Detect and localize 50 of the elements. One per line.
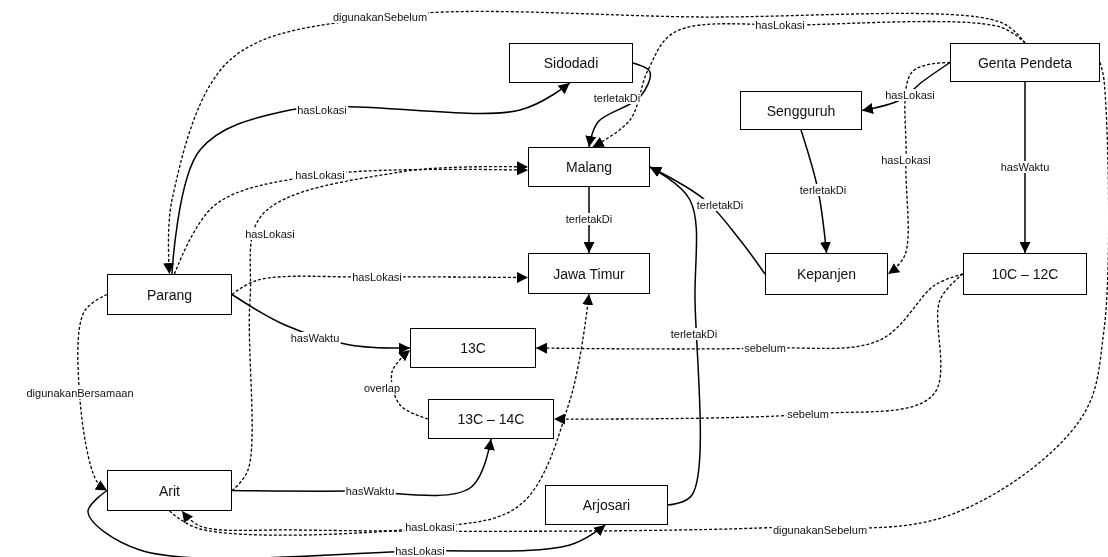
concept-box: Arjosari [545,485,668,525]
edge-label: terletakDi [669,328,719,340]
concept-box: Sengguruh [740,91,862,130]
edge-label: hasLokasi [884,89,936,101]
arrow [231,161,529,492]
edge-label: hasWaktu [999,161,1051,173]
arrow [390,349,429,420]
concept-box: Parang [107,274,232,315]
edge-label: digunakanSebelum [771,524,869,536]
arrow [649,166,702,506]
edge-label: hasLokasi [754,19,806,31]
edge-label: hasLokasi [404,521,456,533]
edge-label: hasLokasi [351,271,403,283]
edge-label: digunakanBersamaan [25,387,135,399]
concept-box: 10C – 12C [963,253,1087,295]
concept-box: Sidodadi [509,43,633,83]
concept-box: Kepanjen [765,253,888,295]
edge-label: hasWaktu [344,485,396,497]
edge-label: terletakDi [695,199,745,211]
arrow [77,293,108,492]
edge-label: digunakanSebelum [331,11,429,23]
arrow [553,273,964,425]
concept-box: 13C – 14C [428,399,554,439]
arrow [583,186,595,254]
arrow [800,129,831,254]
arrow [887,61,951,275]
edge-label: hasLokasi [244,228,296,240]
arrow [535,273,964,354]
arrow [168,293,594,536]
edge-label: terletakDi [564,213,614,225]
edge-label: hasLokasi [296,104,348,116]
edge-label: overlap [362,382,402,394]
arrow [1019,81,1031,254]
edge-label: hasLokasi [294,169,346,181]
edge-label: terletakDi [798,184,848,196]
concept-box: Arit [107,470,232,511]
arrow [171,82,571,275]
edge-label: sebelum [743,342,787,354]
arrow [592,20,1026,148]
concept-box: 13C [410,328,536,368]
edge-label: sebelum [786,408,830,420]
edge-label: hasLokasi [880,154,932,166]
concept-box: Jawa Timur [528,253,650,294]
concept-box: Malang [528,147,650,187]
edge-label: hasWaktu [289,332,341,344]
concept-box: Genta Pendeta [950,43,1100,82]
arrow [163,10,1026,275]
edge-label: terletakDi [592,92,642,104]
arrow [585,62,652,148]
edge-label: hasLokasi [394,545,446,557]
